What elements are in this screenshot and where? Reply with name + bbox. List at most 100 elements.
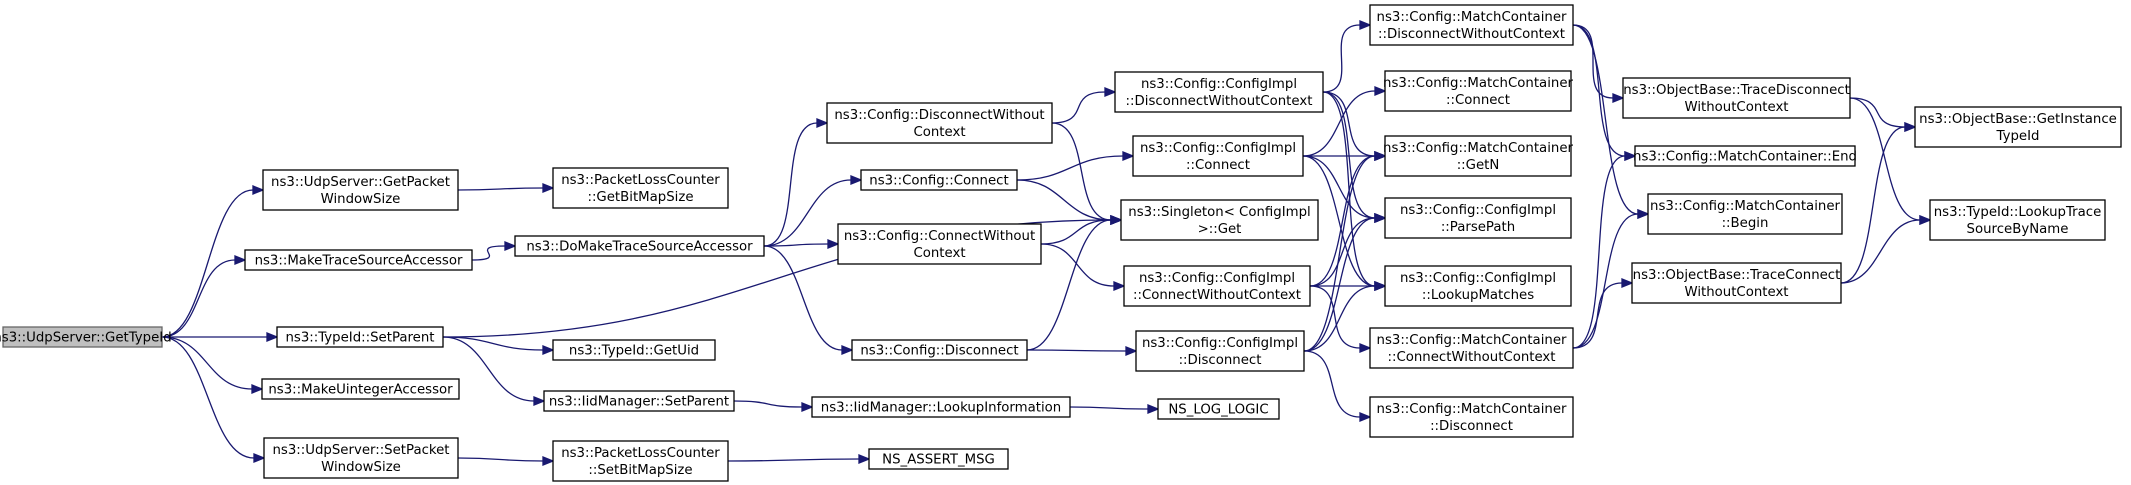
edge-line xyxy=(1309,217,1376,287)
edge-line xyxy=(1840,126,1906,284)
node-cfg-dwc[interactable]: ns3::Config::DisconnectWithoutContext xyxy=(826,102,1053,144)
node-mc-dwc[interactable]: ns3::Config::MatchContainer::DisconnectW… xyxy=(1369,4,1574,46)
arrowhead xyxy=(1359,412,1372,422)
node-iid-lookup[interactable]: ns3::IidManager::LookupInformation xyxy=(811,396,1071,418)
node-assert[interactable]: NS_ASSERT_MSG xyxy=(868,448,1009,470)
node-ci-parse[interactable]: ns3::Config::ConfigImpl::ParsePath xyxy=(1384,197,1572,239)
node-singleton[interactable]: ns3::Singleton< ConfigImpl >::Get xyxy=(1120,199,1319,241)
edge-line xyxy=(1303,350,1361,418)
node-cfg-disconnect[interactable]: ns3::Config::Disconnect xyxy=(851,339,1028,361)
node-ci-cwc[interactable]: ns3::Config::ConfigImpl::ConnectWithoutC… xyxy=(1123,265,1311,307)
node-ci-dwc[interactable]: ns3::Config::ConfigImpl::DisconnectWitho… xyxy=(1114,71,1324,113)
edge-line xyxy=(1302,155,1376,219)
node-iid-setparent[interactable]: ns3::IidManager::SetParent xyxy=(543,390,735,412)
edge-domake-to-cfg_connect xyxy=(763,175,863,247)
edge-setparent-to-getuid xyxy=(442,336,555,355)
arrowhead xyxy=(266,332,279,342)
node-label: TypeId xyxy=(1996,129,2040,144)
node-ob-tdwc[interactable]: ns3::ObjectBase::TraceDisconnectWithoutC… xyxy=(1622,77,1851,119)
arrowhead xyxy=(1374,213,1387,223)
node-setparent[interactable]: ns3::TypeId::SetParent xyxy=(276,326,444,348)
arrowhead xyxy=(542,183,555,193)
node-label: ns3::MakeUintegerAccessor xyxy=(268,383,453,398)
arrowhead xyxy=(841,345,854,355)
node-box xyxy=(1631,262,1842,304)
node-label: ns3::Config::MatchContainer xyxy=(1650,199,1840,214)
node-plc-set[interactable]: ns3::PacketLossCounter::SetBitMapSize xyxy=(552,440,729,482)
node-label: ns3::Config::MatchContainer xyxy=(1383,141,1573,156)
edge-cfg_disconnect-to-singleton xyxy=(1026,215,1123,351)
node-ci-connect[interactable]: ns3::Config::ConfigImpl::Connect xyxy=(1132,135,1304,177)
node-box xyxy=(1369,396,1574,438)
node-label: ns3::Config::ConfigImpl xyxy=(1400,203,1556,218)
node-mc-begin[interactable]: ns3::Config::MatchContainer::Begin xyxy=(1647,193,1843,235)
node-label: ns3::MakeTraceSourceAccessor xyxy=(255,254,463,269)
node-mc-end[interactable]: ns3::Config::MatchContainer::End xyxy=(1633,145,1857,167)
node-domake[interactable]: ns3::DoMakeTraceSourceAccessor xyxy=(514,235,765,257)
node-box xyxy=(851,339,1028,361)
node-box xyxy=(1135,330,1305,372)
arrowhead xyxy=(504,241,517,251)
node-getuid[interactable]: ns3::TypeId::GetUid xyxy=(552,339,716,361)
edge-line xyxy=(1051,91,1106,124)
node-label: NS_LOG_LOGIC xyxy=(1168,403,1268,418)
edge-cfg_connect-to-ci_connect xyxy=(1016,151,1135,181)
node-mc-disc[interactable]: ns3::Config::MatchContainer::Disconnect xyxy=(1369,396,1574,438)
node-label: ::Connect xyxy=(1446,93,1510,108)
edge-ci_disc-to-mc_disc xyxy=(1303,350,1372,422)
node-label: ns3::Config::MatchContainer::End xyxy=(1633,150,1857,165)
arrowhead xyxy=(253,453,266,463)
edge-setparent-to-iid_setparent xyxy=(442,336,546,406)
edge-line xyxy=(763,243,829,247)
node-label: ns3::Config::ConfigImpl xyxy=(1142,336,1298,351)
node-mc-getn[interactable]: ns3::Config::MatchContainer::GetN xyxy=(1383,135,1574,177)
arrowhead xyxy=(850,175,863,185)
edge-line xyxy=(763,245,843,351)
edge-mc_dwc-to-ob_tdwc xyxy=(1572,24,1625,103)
edge-line xyxy=(1026,219,1112,351)
edge-root-to-setpkt xyxy=(161,336,266,463)
edge-cfg_disconnect-to-ci_disc xyxy=(1026,346,1138,356)
node-label: ns3::Singleton< ConfigImpl xyxy=(1128,205,1310,220)
node-label: ::ParsePath xyxy=(1441,220,1515,235)
edge-line xyxy=(161,259,236,338)
edge-ob_tcwc-to-lookuptrace xyxy=(1840,215,1932,284)
node-label: ns3::IidManager::SetParent xyxy=(549,395,729,410)
edge-line xyxy=(457,457,544,462)
node-box xyxy=(1384,197,1572,239)
edge-line xyxy=(1572,155,1626,349)
node-makeuint[interactable]: ns3::MakeUintegerAccessor xyxy=(261,378,460,400)
node-cfg-connect[interactable]: ns3::Config::Connect xyxy=(860,169,1018,191)
node-label: NS_ASSERT_MSG xyxy=(882,453,995,468)
arrowhead xyxy=(827,239,840,249)
node-ob-tcwc[interactable]: ns3::ObjectBase::TraceConnectWithoutCont… xyxy=(1631,262,1842,304)
node-root[interactable]: ns3::UdpServer::GetTypeId xyxy=(0,326,172,348)
node-mc-cwc[interactable]: ns3::Config::MatchContainer::ConnectWith… xyxy=(1369,327,1574,369)
arrowhead xyxy=(1147,404,1160,414)
node-box xyxy=(1384,265,1572,307)
edge-line xyxy=(733,400,803,408)
edge-line xyxy=(1572,213,1639,349)
node-box xyxy=(1157,398,1280,420)
edge-line xyxy=(1309,155,1376,287)
node-ci-lookup[interactable]: ns3::Config::ConfigImpl::LookupMatches xyxy=(1384,265,1572,307)
node-ci-disc[interactable]: ns3::Config::ConfigImpl::Disconnect xyxy=(1135,330,1305,372)
arrowhead xyxy=(801,402,814,412)
node-label: ns3::IidManager::LookupInformation xyxy=(821,401,1061,416)
node-log-logic[interactable]: NS_LOG_LOGIC xyxy=(1157,398,1280,420)
node-plc-get[interactable]: ns3::PacketLossCounter::GetBitMapSize xyxy=(552,167,729,209)
node-label: ns3::Config::ConfigImpl xyxy=(1139,271,1295,286)
node-label: ns3::DoMakeTraceSourceAccessor xyxy=(526,240,753,255)
node-maketrace[interactable]: ns3::MakeTraceSourceAccessor xyxy=(244,249,473,271)
node-cfg-cwc[interactable]: ns3::Config::ConnectWithoutContext xyxy=(837,223,1042,265)
edge-line xyxy=(471,245,506,261)
node-box xyxy=(837,223,1042,265)
node-label: ns3::Config::MatchContainer xyxy=(1377,402,1567,417)
edge-line xyxy=(1322,91,1376,219)
node-box xyxy=(2,326,163,348)
node-mc-connect[interactable]: ns3::Config::MatchContainer::Connect xyxy=(1383,70,1574,112)
